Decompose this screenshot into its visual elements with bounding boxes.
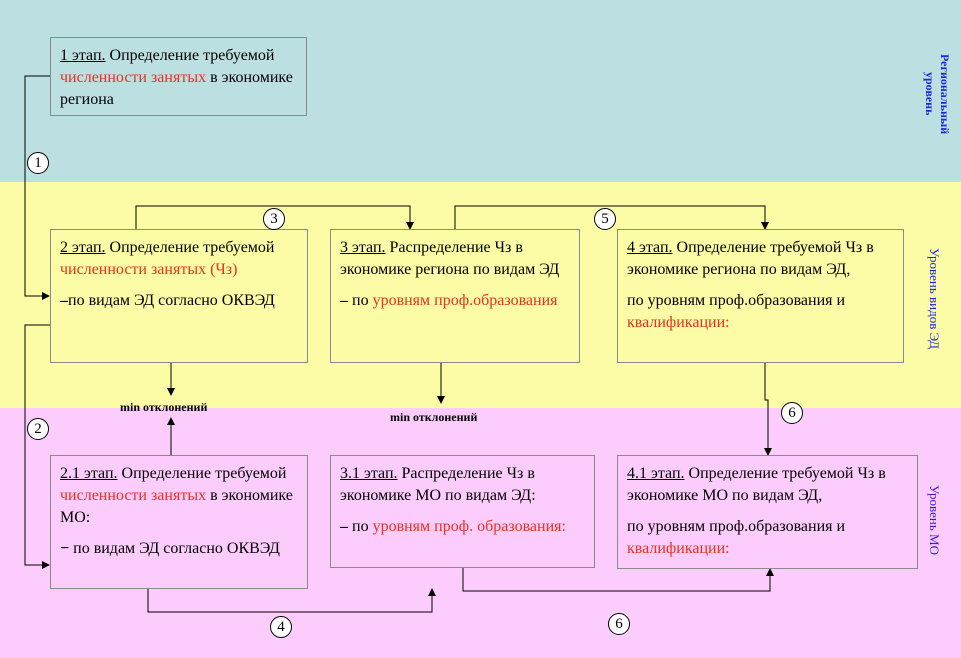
label-mo-level: Уровень МО [927, 485, 942, 555]
connector-number-2: 2 [27, 418, 49, 440]
label-regional-level: Региональный уровень [923, 53, 952, 135]
stage-2-title: 2 этап. [60, 239, 106, 256]
stage-3-highlight: уровням проф.образования [372, 292, 558, 309]
stage-3-box: 3 этап. Распределение Чз в экономике рег… [330, 229, 580, 363]
connector-number-1: 1 [27, 152, 49, 174]
stage-3-1-title: 3.1 этап. [340, 465, 398, 482]
stage-4-text: Определение требуемой Чз в экономике рег… [627, 239, 874, 278]
connector-number-6-bottom: 6 [608, 613, 630, 635]
stage-2-1-detail: по видам ЭД согласно ОКВЭД [69, 540, 280, 557]
stage-2-1-title: 2.1 этап. [60, 465, 118, 482]
band-regional [0, 0, 961, 182]
stage-3-1-box: 3.1 этап. Распределение Чз в экономике М… [330, 455, 595, 568]
stage-3-title: 3 этап. [340, 239, 386, 256]
stage-3-1-detail: по [348, 518, 373, 535]
label-ved-level: Уровень видов ЭД [927, 247, 942, 349]
connector-number-4: 4 [270, 616, 292, 638]
stage-4-1-highlight: квалификации: [627, 540, 730, 557]
connector-number-6-top: 6 [781, 402, 803, 424]
arrow-1 [24, 75, 50, 300]
stage-2-1-highlight: численности занятых [60, 487, 207, 504]
connector-number-5: 5 [594, 208, 616, 230]
stage-4-1-title: 4.1 этап. [627, 465, 685, 482]
band-mo [0, 408, 961, 658]
stage-1-title: 1 этап. [60, 47, 106, 64]
stage-3-1-text: Распределение Чз в экономике МО по видам… [340, 465, 536, 504]
stage-2-dash: – [60, 292, 68, 309]
stage-3-detail: по [348, 292, 373, 309]
stage-3-text: Распределение Чз в экономике региона по … [340, 239, 560, 278]
arrow-5 [454, 205, 769, 230]
band-ved [0, 182, 961, 408]
min-deviation-note-2: min отклонений [390, 410, 478, 424]
stage-4-detail: по уровням проф.образования и [627, 292, 846, 309]
stage-2-text: Определение требуемой [105, 239, 275, 256]
stage-3-dash: – [340, 292, 348, 309]
stage-2-detail: по видам ЭД согласно ОКВЭД [68, 292, 275, 309]
min-deviation-note-1: min отклонений [120, 400, 208, 414]
stage-2-1-box: 2.1 этап. Определение требуемой численно… [50, 455, 308, 589]
stage-2-1-text-2: в экономике МО: [60, 487, 293, 526]
stage-4-box: 4 этап. Определение требуемой Чз в эконо… [617, 229, 904, 363]
stage-4-highlight: квалификации: [627, 314, 730, 331]
stage-2-box: 2 этап. Определение требуемой численност… [50, 229, 308, 363]
connector-number-3: 3 [263, 208, 285, 230]
arrow-6a [764, 363, 772, 456]
stage-2-1-dash: − [60, 540, 70, 557]
arrow-4 [147, 588, 436, 613]
stage-1-box: 1 этап. Определение требуемой численност… [50, 37, 307, 116]
stage-4-title: 4 этап. [627, 239, 673, 256]
stage-4-1-text: Определение требуемой Чз в экономике МО … [627, 465, 886, 504]
stage-3-1-dash: – [340, 518, 348, 535]
stage-2-highlight: численности занятых (Чз) [60, 261, 238, 278]
stage-1-text-2: в экономике региона [60, 69, 293, 108]
arrow-6b [462, 568, 774, 592]
stage-1-text: Определение требуемой [105, 47, 275, 64]
stage-1-highlight: численности занятых [60, 69, 207, 86]
stage-4-1-detail: по уровням проф.образования и [627, 518, 846, 535]
stage-4-1-box: 4.1 этап. Определение требуемой Чз в эко… [617, 455, 918, 569]
arrow-3 [135, 205, 414, 230]
stage-3-1-highlight: уровням проф. образования: [372, 518, 566, 535]
arrow-2 [24, 324, 50, 569]
stage-2-1-text: Определение требуемой [117, 465, 287, 482]
